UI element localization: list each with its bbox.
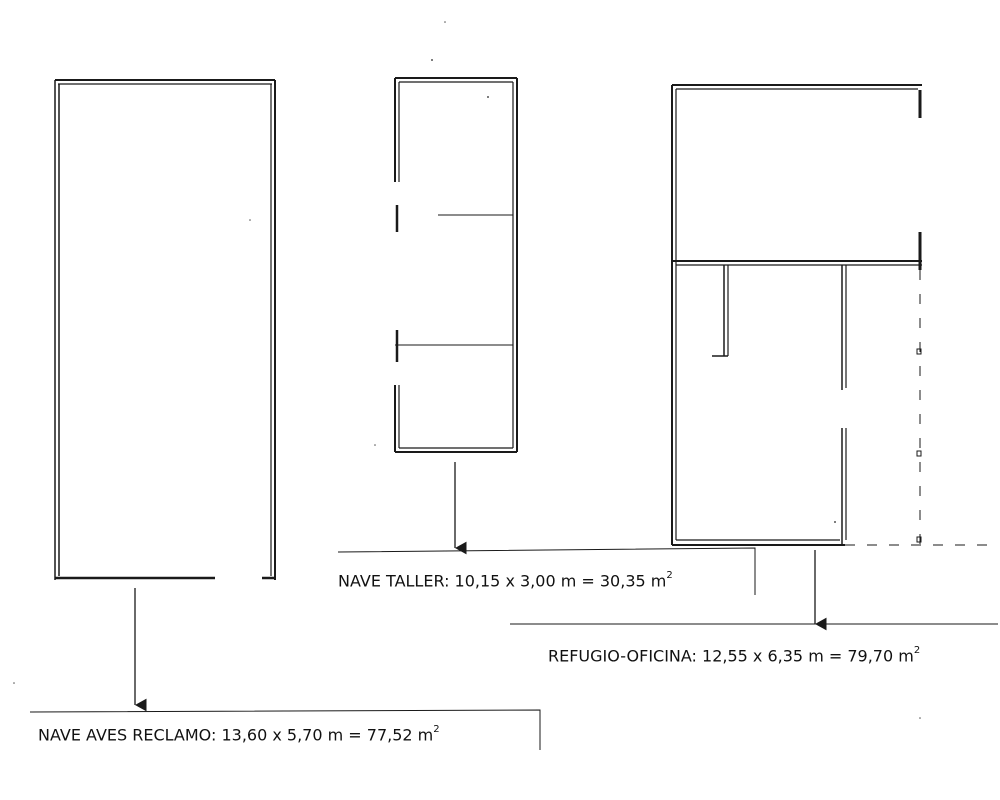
pointer-arrows (134, 462, 827, 712)
nave-aves-reclamo-label: NAVE AVES RECLAMO: 13,60 x 5,70 m = 77,5… (38, 722, 440, 745)
nave-taller-text: NAVE TALLER: 10,15 x 3,00 m = 30,35 m (338, 571, 667, 591)
nave-taller-label: NAVE TALLER: 10,15 x 3,00 m = 30,35 m2 (338, 568, 673, 591)
nave-aves-reclamo-outline (54, 79, 276, 580)
refugio-oficina-label: REFUGIO-OFICINA: 12,55 x 6,35 m = 79,70 … (548, 643, 920, 666)
refugio-oficina-outline (671, 84, 995, 546)
nave-taller-outline (394, 77, 518, 453)
label-frames (29, 547, 998, 750)
refugio-oficina-sup: 2 (913, 645, 921, 656)
nave-aves-reclamo-sup: 2 (433, 724, 440, 735)
nave-taller-sup: 2 (666, 570, 673, 581)
nave-aves-reclamo-text: NAVE AVES RECLAMO: 13,60 x 5,70 m = 77,5… (38, 725, 434, 745)
scan-specks (13, 21, 921, 719)
refugio-oficina-text: REFUGIO-OFICINA: 12,55 x 6,35 m = 79,70 … (548, 646, 914, 666)
